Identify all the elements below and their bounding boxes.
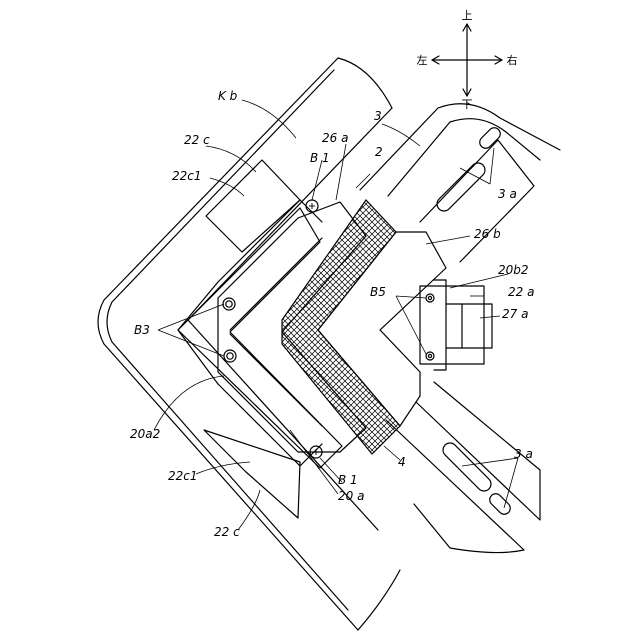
label-26b: 26 b (474, 227, 501, 241)
label-27a: 27 a (502, 307, 528, 321)
bolt-b5-lower (426, 352, 434, 360)
label-b1-bottom: B 1 (338, 473, 358, 487)
bolt-b3-upper (223, 298, 235, 310)
label-kb: K b (218, 89, 238, 103)
bolt-b5-upper (426, 294, 434, 302)
leader-lines (154, 100, 518, 530)
label-2: 2 (375, 145, 383, 159)
label-3: 3 (374, 109, 382, 123)
label-22c-bottom: 22 c (214, 525, 240, 539)
bar-3-lower (386, 382, 540, 553)
label-22c1-top: 22c1 (172, 169, 202, 183)
bolt-b1-top (306, 200, 318, 212)
label-22c1-bottom: 22c1 (168, 469, 198, 483)
part-22c-bottom (204, 430, 300, 518)
label-22c-top: 22 c (184, 133, 210, 147)
bolt-b3-lower (224, 350, 236, 362)
label-4: 4 (398, 455, 406, 469)
label-26a: 26 a (322, 131, 348, 145)
label-20a: 20 a (338, 489, 364, 503)
direction-cross (432, 24, 502, 96)
part-22c-top (206, 160, 300, 252)
direction-up-label: 上 (462, 9, 473, 22)
label-3a-top: 3 a (498, 187, 517, 201)
label-b1-top: B 1 (310, 151, 330, 165)
label-22a: 22 a (508, 285, 534, 299)
corner-rail-kb (98, 58, 400, 630)
label-20b2: 20b2 (498, 263, 529, 277)
direction-left-label: 左 (417, 54, 428, 67)
label-b3: B3 (134, 323, 150, 337)
seal-4 (282, 200, 400, 454)
label-b5: B5 (370, 285, 386, 299)
label-3a-bottom: 3 a (514, 447, 533, 461)
label-20a2: 20a2 (130, 427, 160, 441)
direction-right-label: 右 (507, 53, 518, 67)
